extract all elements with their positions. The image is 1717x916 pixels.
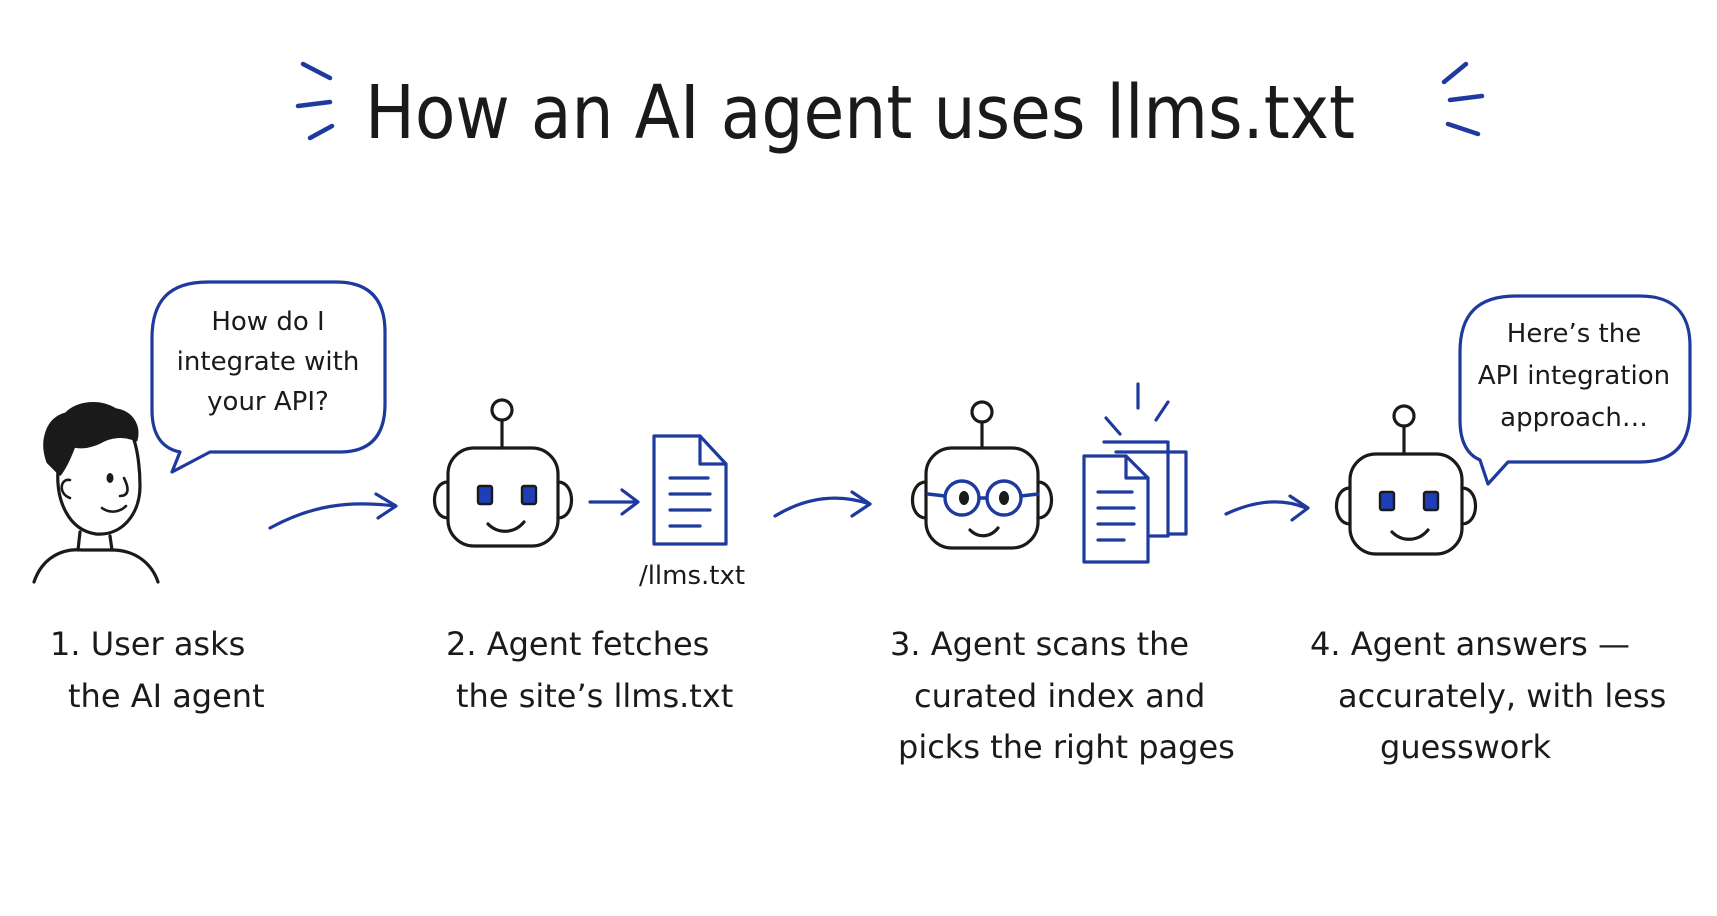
step-3-caption: 3. Agent scans the curated index and pic…	[890, 625, 1235, 766]
step-2-caption-line-1: 2. Agent fetches	[446, 625, 709, 663]
arrow-right-icon	[268, 492, 398, 530]
step-3-caption-line-3: picks the right pages	[898, 728, 1235, 766]
robot-with-glasses-icon	[911, 400, 1053, 550]
step-4-illustration: Here’s the API integration approach…	[1335, 294, 1692, 556]
person-icon	[32, 402, 160, 584]
arrow-right-icon	[1224, 494, 1310, 522]
user-question-line-2: integrate with	[177, 347, 360, 377]
robot-icon	[1335, 404, 1477, 556]
step-1-illustration: How do I integrate with your API?	[32, 280, 387, 584]
user-speech-bubble	[150, 280, 387, 474]
arrow-right-icon	[588, 488, 640, 516]
file-path-label: /llms.txt	[639, 561, 745, 591]
agent-speech-bubble	[1458, 294, 1692, 486]
step-3-illustration	[911, 382, 1188, 564]
step-4-caption-line-2: accurately, with less	[1338, 677, 1666, 715]
user-question-line-3: your API?	[207, 387, 329, 417]
step-2-illustration: /llms.txt	[433, 398, 745, 591]
robot-icon	[433, 398, 573, 548]
step-2-caption-line-2: the site’s llms.txt	[456, 677, 733, 715]
step-3-caption-line-1: 3. Agent scans the	[890, 625, 1189, 663]
document-stack-icon	[1082, 440, 1188, 564]
title-sparkle-left-icon	[295, 61, 335, 141]
agent-answer-line-2: API integration	[1478, 361, 1670, 391]
title-sparkle-right-icon	[1441, 61, 1485, 137]
step-3-caption-line-2: curated index and	[914, 677, 1205, 715]
user-question-line-1: How do I	[211, 307, 324, 337]
agent-answer-line-1: Here’s the	[1507, 319, 1641, 349]
agent-answer-line-3: approach…	[1500, 403, 1648, 433]
step-1-caption-line-1: 1. User asks	[50, 625, 245, 663]
title-group: How an AI agent uses llms.txt	[295, 61, 1485, 156]
document-icon	[652, 434, 728, 546]
step-2-caption: 2. Agent fetches the site’s llms.txt	[446, 625, 733, 715]
step-4-caption-line-1: 4. Agent answers —	[1310, 625, 1630, 663]
sparkle-lines-icon	[1104, 382, 1170, 436]
step-1-caption: 1. User asks the AI agent	[50, 625, 265, 715]
step-1-caption-line-2: the AI agent	[68, 677, 265, 715]
step-4-caption: 4. Agent answers — accurately, with less…	[1310, 625, 1666, 766]
page-title: How an AI agent uses llms.txt	[365, 70, 1355, 156]
arrow-right-icon	[773, 490, 872, 518]
step-4-caption-line-3: guesswork	[1380, 728, 1552, 766]
